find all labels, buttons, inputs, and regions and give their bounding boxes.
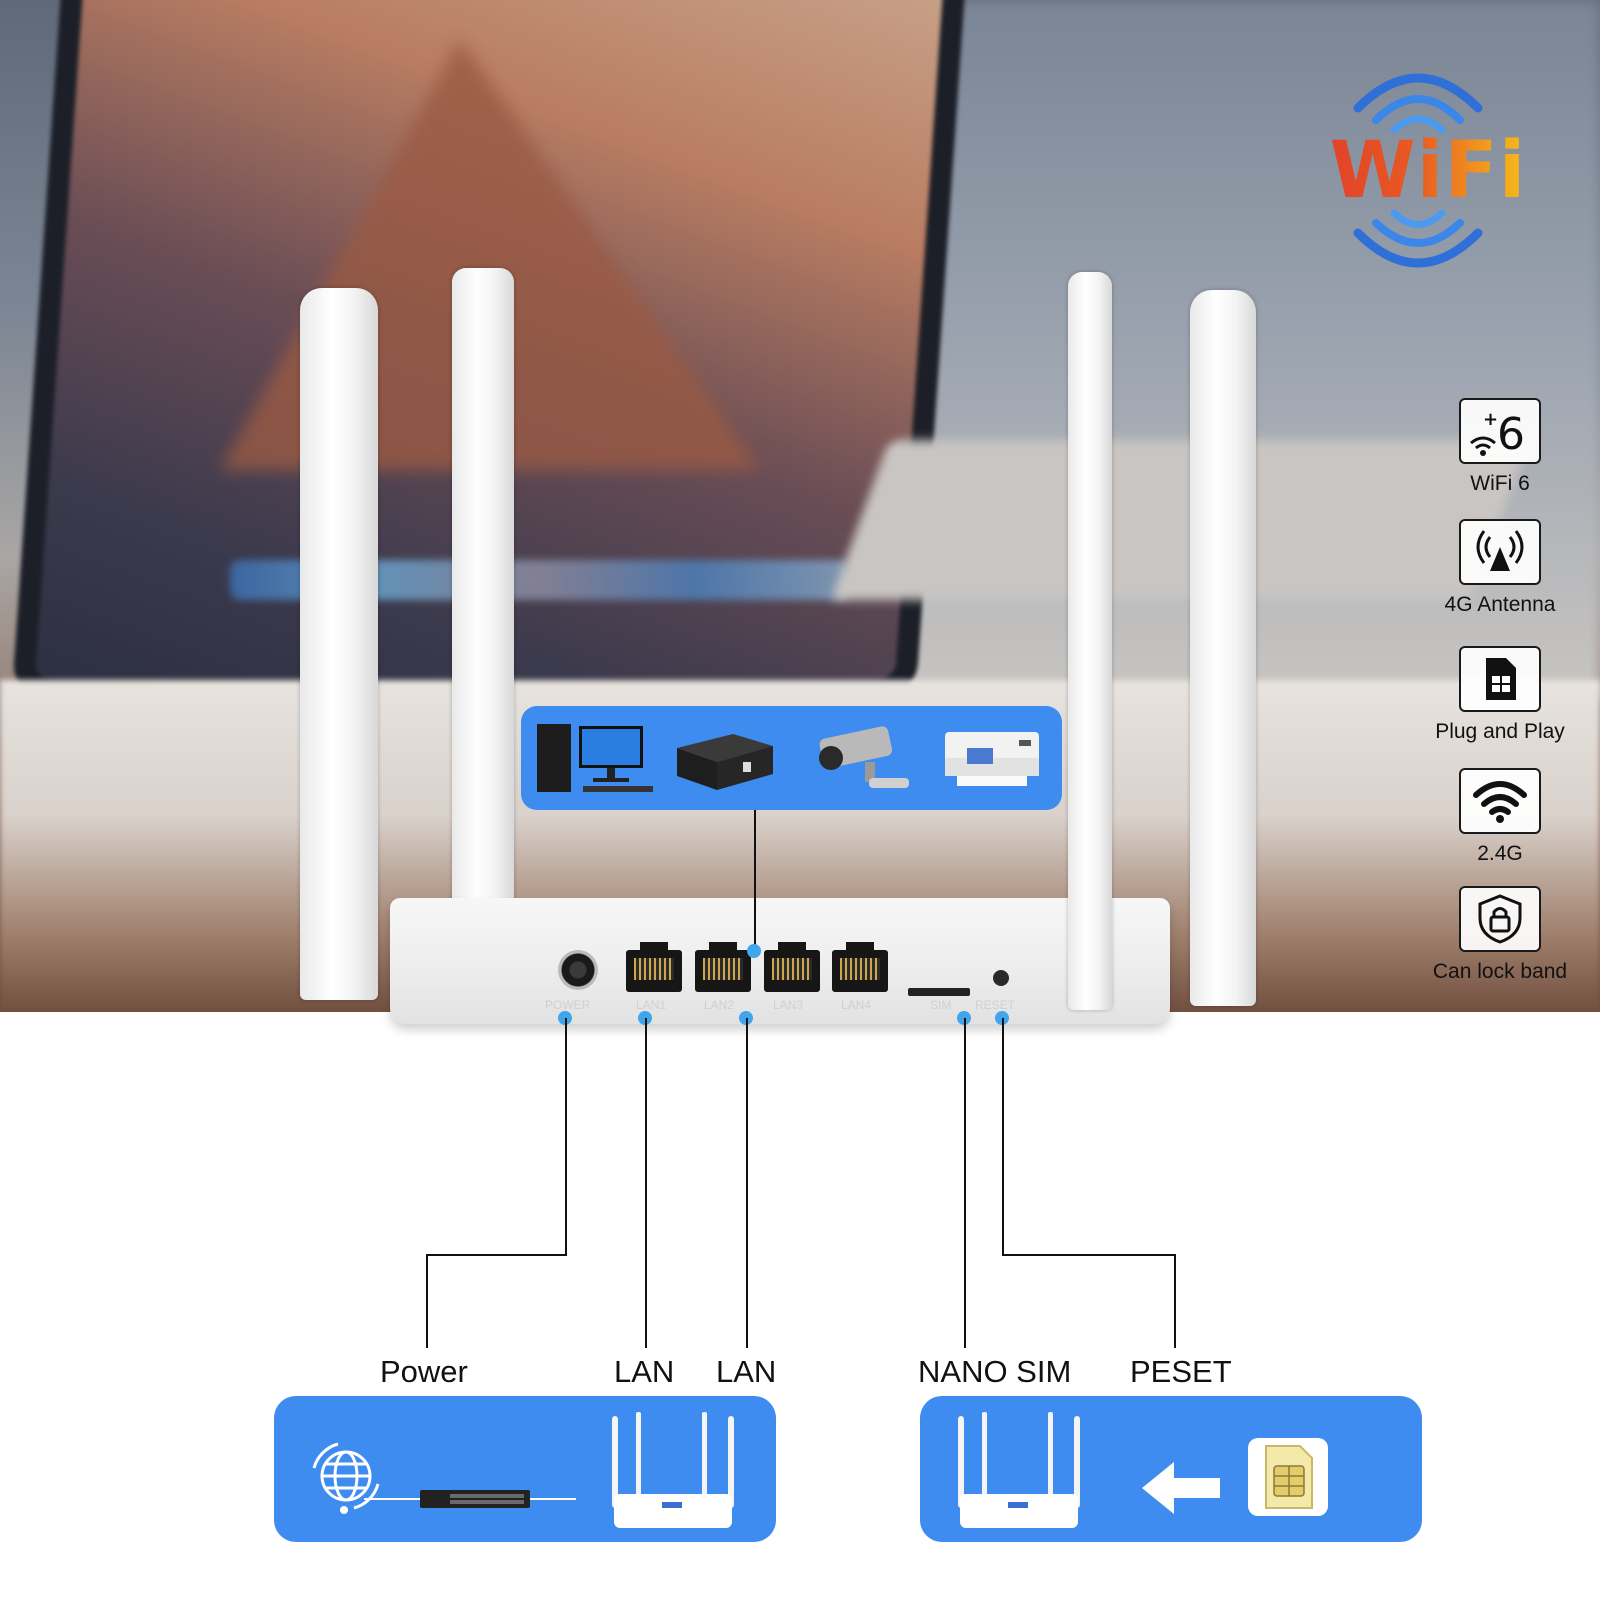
connected-devices-panel bbox=[521, 706, 1062, 810]
power-port bbox=[558, 950, 598, 990]
antenna-left-inner bbox=[452, 268, 514, 1008]
router-thumbnail bbox=[958, 1412, 1080, 1528]
port-caption-lan1: LAN1 bbox=[636, 998, 667, 1012]
sim-card-icon bbox=[1265, 1445, 1313, 1509]
feature-label: Plug and Play bbox=[1435, 720, 1565, 743]
desktop-computer-icon bbox=[537, 724, 653, 792]
feature-label: 4G Antenna bbox=[1444, 593, 1556, 616]
lan-port-marker bbox=[747, 944, 761, 958]
feature-plug-and-play: Plug and Play bbox=[1420, 646, 1580, 744]
lan-port-1 bbox=[626, 942, 682, 992]
reset-label: PESET bbox=[1130, 1354, 1232, 1389]
power-label: Power bbox=[380, 1354, 468, 1389]
feature-wifi6: 6 + WiFi 6 bbox=[1420, 398, 1580, 496]
wifi-logo: WiFi bbox=[1318, 58, 1538, 288]
wifi-logo-text: WiFi bbox=[1318, 126, 1538, 216]
sim-slot bbox=[908, 988, 970, 996]
port-caption-reset: RESET bbox=[975, 998, 1016, 1012]
wifi-waves-icon bbox=[1353, 73, 1483, 268]
network-switch-icon bbox=[420, 1490, 530, 1508]
reset-button bbox=[993, 970, 1009, 986]
antenna-right-inner bbox=[1068, 272, 1112, 1010]
feature-4g-antenna: 4G Antenna bbox=[1420, 519, 1580, 617]
feature-2-4g: 2.4G bbox=[1420, 768, 1580, 866]
globe-icon bbox=[312, 1442, 380, 1514]
antenna-left-outer bbox=[300, 288, 378, 1000]
lan-label-1: LAN bbox=[614, 1354, 675, 1389]
lan-label-2: LAN bbox=[716, 1354, 777, 1389]
nano-sim-label: NANO SIM bbox=[918, 1354, 1072, 1389]
shield-lock-icon bbox=[1459, 886, 1541, 952]
feature-label: 2.4G bbox=[1477, 842, 1523, 865]
4g-antenna-icon bbox=[1459, 519, 1541, 585]
wifi-signal-icon bbox=[1459, 768, 1541, 834]
printer-icon bbox=[945, 732, 1039, 786]
port-caption-lan3: LAN3 bbox=[773, 998, 804, 1012]
set-top-box-icon bbox=[677, 734, 773, 790]
arrow-left-icon bbox=[1142, 1462, 1220, 1514]
port-caption-lan4: LAN4 bbox=[841, 998, 872, 1012]
feature-label: Can lock band bbox=[1432, 960, 1568, 983]
router-thumbnail bbox=[612, 1412, 734, 1528]
port-caption-lan2: LAN2 bbox=[704, 998, 735, 1012]
port-caption-sim: SIM bbox=[930, 998, 952, 1012]
security-camera-icon bbox=[819, 726, 909, 788]
lan-port-3 bbox=[764, 942, 820, 992]
wifi6-icon: 6 + bbox=[1459, 398, 1541, 464]
antenna-right-outer bbox=[1190, 290, 1256, 1006]
feature-lock-band: Can lock band bbox=[1420, 886, 1580, 984]
svg-text:6: 6 bbox=[1497, 409, 1525, 459]
lan-port-4 bbox=[832, 942, 888, 992]
port-caption-power: POWER bbox=[545, 998, 591, 1012]
sim-setup-panel bbox=[920, 1396, 1422, 1542]
svg-text:+: + bbox=[1483, 409, 1498, 430]
feature-label: WiFi 6 bbox=[1470, 472, 1530, 495]
lan-setup-panel bbox=[274, 1396, 776, 1542]
sim-card-icon bbox=[1459, 646, 1541, 712]
lan-port-2 bbox=[695, 942, 751, 992]
